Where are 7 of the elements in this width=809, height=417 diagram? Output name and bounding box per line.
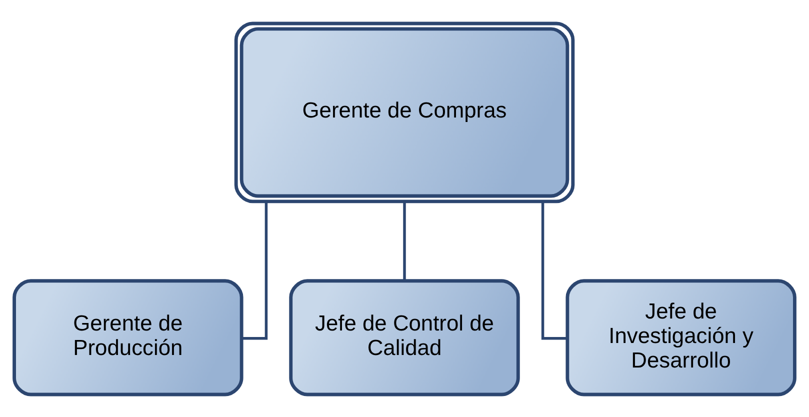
- connector: [242, 201, 268, 340]
- node-box: Gerente de Compras: [234, 21, 575, 203]
- node-box: Jefe de Control de Calidad: [289, 278, 520, 396]
- connector: [541, 201, 567, 340]
- node-box: Gerente de Producción: [12, 278, 244, 396]
- node-box: Jefe de Investigación y Desarrollo: [566, 278, 796, 396]
- connector: [403, 200, 406, 280]
